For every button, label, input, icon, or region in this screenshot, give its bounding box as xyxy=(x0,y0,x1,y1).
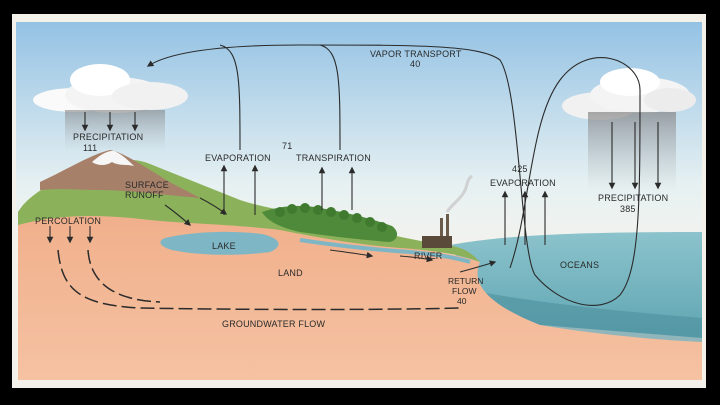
lake xyxy=(160,231,279,255)
return-flow-arrow xyxy=(459,260,497,273)
label-surface-runoff-2: RUNOFF xyxy=(125,190,164,200)
runoff-arrow-2 xyxy=(199,197,228,215)
label-vapor-transport-value: 40 xyxy=(410,59,420,69)
groundwater-flow-path-2 xyxy=(87,249,161,303)
label-return-flow-1: RETURN xyxy=(448,276,483,286)
river-flow-arrow-1 xyxy=(329,249,374,259)
label-precipitation-land-value: 111 xyxy=(83,143,97,153)
runoff-arrow-1 xyxy=(164,204,191,226)
mountain xyxy=(40,150,200,198)
river xyxy=(299,238,471,264)
rain-land xyxy=(65,110,165,152)
label-evaporation-ocean-value: 425 xyxy=(512,164,528,174)
label-lake: LAKE xyxy=(212,241,236,251)
cloud-land xyxy=(33,64,188,113)
vapor-transport-arrow xyxy=(146,44,641,306)
forest xyxy=(262,205,398,242)
label-transpiration: TRANSPIRATION xyxy=(296,153,371,163)
label-evaporation-land: EVAPORATION xyxy=(205,153,271,163)
label-precipitation-land: PRECIPITATION xyxy=(73,132,143,142)
label-vapor-transport: VAPOR TRANSPORT xyxy=(370,49,462,59)
label-return-flow-2: FLOW xyxy=(452,286,477,296)
label-land: LAND xyxy=(278,268,303,278)
groundwater-flow-path-1 xyxy=(57,249,461,311)
label-groundwater-flow: GROUNDWATER FLOW xyxy=(222,319,325,329)
label-precipitation-ocean: PRECIPITATION xyxy=(598,193,668,203)
label-precipitation-ocean-value: 385 xyxy=(620,204,636,214)
rain-ocean xyxy=(588,112,676,192)
forest-trees xyxy=(275,203,387,232)
river-flow-arrow-2 xyxy=(399,255,434,263)
continental-shelf xyxy=(470,290,702,345)
label-surface-runoff-1: SURFACE xyxy=(125,180,169,190)
label-return-flow-value: 40 xyxy=(457,296,467,306)
transp-vapor-return xyxy=(319,44,341,151)
snow-cap xyxy=(92,150,134,166)
label-percolation: PERCOLATION xyxy=(35,216,101,226)
label-river: RIVER xyxy=(414,251,443,261)
factory xyxy=(422,174,473,248)
land-vapor-return xyxy=(219,44,241,151)
label-oceans: OCEANS xyxy=(560,260,599,270)
label-evaporation-land-value: 71 xyxy=(282,141,292,151)
label-evaporation-ocean: EVAPORATION xyxy=(490,178,556,188)
